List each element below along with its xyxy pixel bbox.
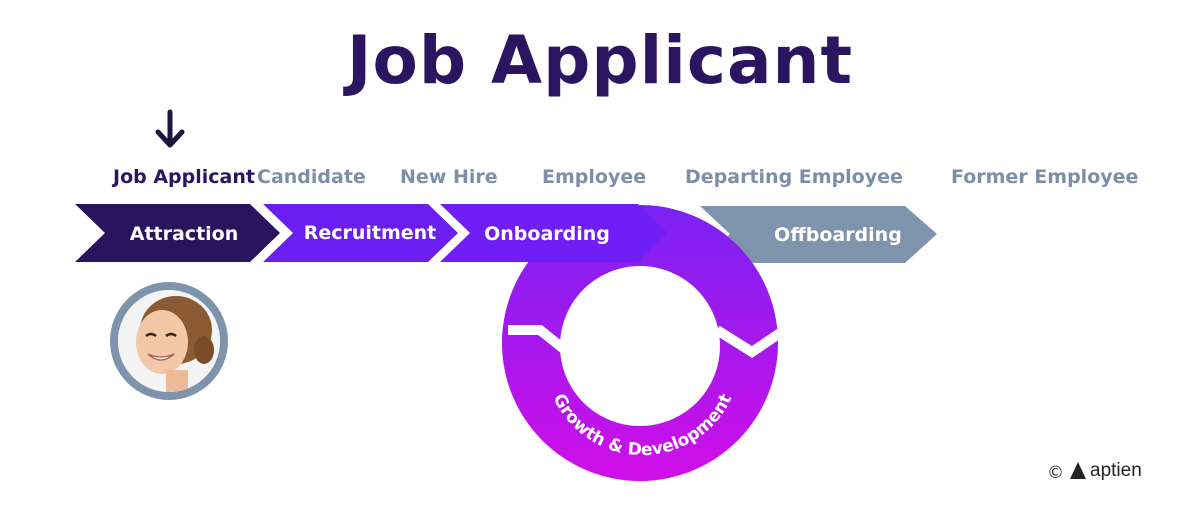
attraction-chevron — [75, 204, 280, 262]
offboarding-chevron — [700, 206, 937, 263]
recruitment-label: Recruitment — [304, 222, 437, 244]
page-title: Job Applicant — [346, 22, 854, 99]
attraction-label: Attraction — [130, 223, 239, 245]
copyright-symbol: © — [1047, 463, 1064, 483]
stage-candidate: Candidate — [257, 166, 366, 188]
recruitment-chevron — [263, 204, 458, 262]
stage-departing-employee: Departing Employee — [685, 166, 903, 188]
stage-former-employee: Former Employee — [951, 166, 1139, 188]
person-photo-icon — [118, 290, 220, 392]
brand-name: aptien — [1090, 460, 1142, 481]
onboarding-label: Onboarding — [484, 223, 610, 245]
avatar — [110, 282, 228, 400]
stage-employee: Employee — [542, 166, 647, 188]
brand-logo: aptien — [1068, 460, 1142, 482]
aptien-logo-icon — [1070, 462, 1086, 479]
growth-cycle — [501, 205, 783, 481]
offboarding-label: Offboarding — [774, 224, 902, 246]
stage-new-hire: New Hire — [400, 166, 498, 188]
onboarding-chevron — [440, 204, 668, 262]
stage-job-applicant: Job Applicant — [113, 166, 255, 188]
arrow-down-icon — [155, 109, 185, 148]
